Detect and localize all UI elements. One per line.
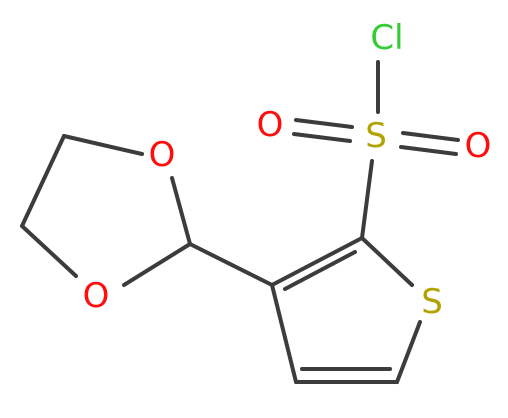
bond-c3-cdiox bbox=[188, 242, 274, 287]
atom-o-sulfonyl-right: O bbox=[465, 126, 492, 166]
bond-cdiox-otop bbox=[170, 176, 192, 246]
atom-labels: Cl S O O S O O bbox=[83, 18, 492, 322]
atom-o-dioxolane-top: O bbox=[149, 135, 176, 175]
bond-sring-c5 bbox=[395, 320, 422, 384]
atom-cl: Cl bbox=[370, 18, 403, 58]
bond-s-c2 bbox=[360, 159, 374, 240]
bond-otop-ch2 bbox=[62, 134, 144, 156]
bond-c4-c3 bbox=[270, 283, 298, 384]
bonds bbox=[20, 60, 460, 384]
bond-c2-c3-2 bbox=[283, 250, 357, 291]
bond-s-o-right-1 bbox=[401, 131, 460, 142]
atom-s-sulfonyl: S bbox=[365, 116, 387, 156]
bond-cdiox-obottom bbox=[122, 242, 192, 287]
atom-o-dioxolane-bottom: O bbox=[83, 276, 110, 316]
atom-o-sulfonyl-left: O bbox=[257, 105, 284, 145]
bond-c2-c3-1 bbox=[270, 236, 364, 287]
bond-s-o-left-1 bbox=[294, 118, 354, 129]
bond-ch2-obottom bbox=[20, 224, 78, 278]
atom-s-ring: S bbox=[421, 282, 443, 322]
bond-ch2-ch2 bbox=[20, 134, 66, 228]
bond-s-o-left-2 bbox=[292, 132, 352, 143]
bond-s-o-right-2 bbox=[399, 145, 458, 156]
bond-c2-sring bbox=[360, 236, 414, 287]
